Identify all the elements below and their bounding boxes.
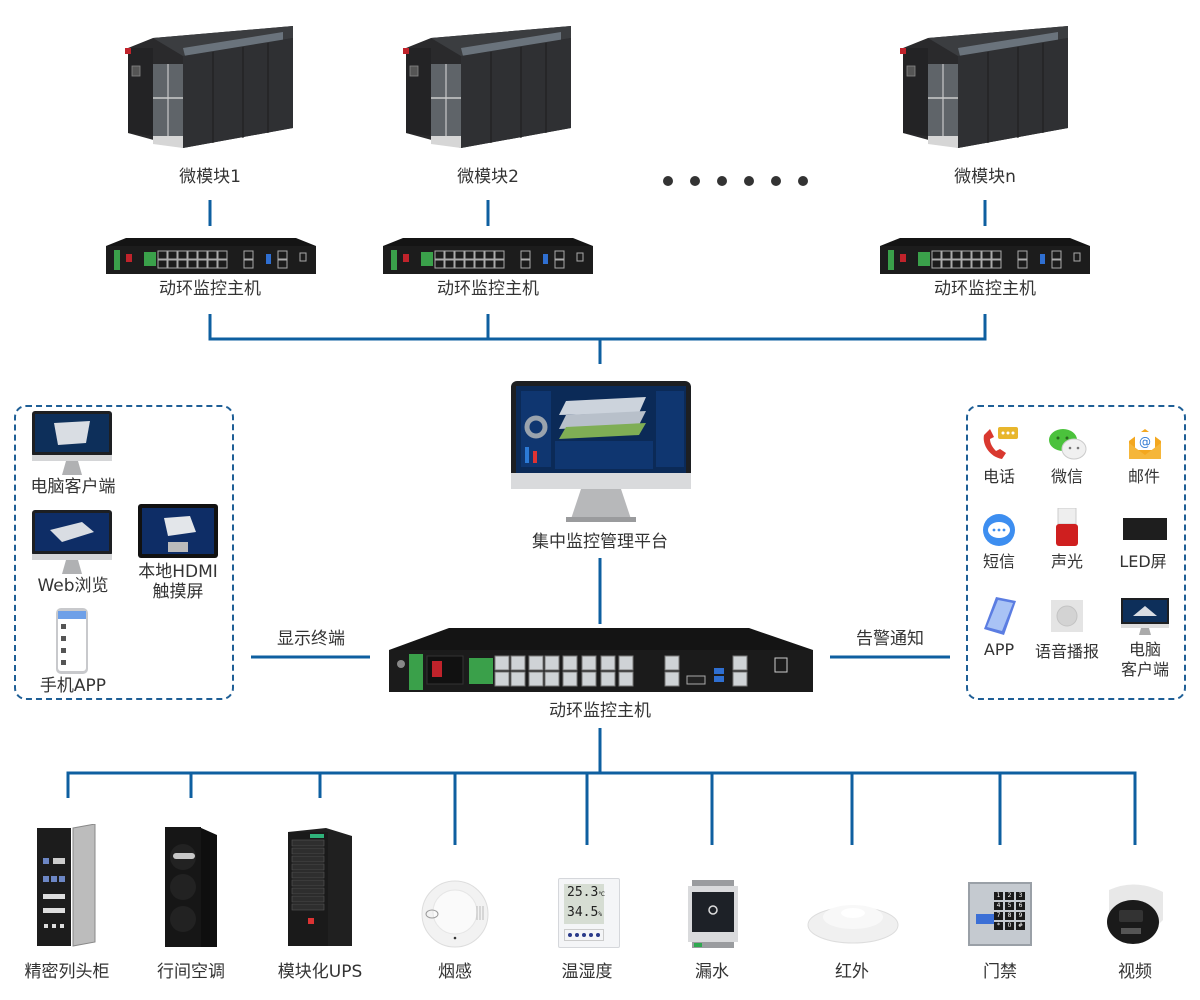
micro-module-2 [401,18,576,152]
micro-module-1 [123,18,298,152]
host-unit-n-label: 动环监控主机 [934,279,1036,299]
micro-module-2-label: 微模块2 [457,167,519,187]
platform-label: 集中监控管理平台 [532,532,668,552]
host-unit-2 [383,238,593,278]
device-thermo-label: 温湿度 [561,962,613,982]
alarm-pc-label: 电脑客户端 [1121,640,1169,680]
water-leak-icon [688,880,738,952]
terminal-web-label: Web浏览 [37,576,109,596]
inrow-ac-icon [165,825,217,951]
phone-icon [980,425,1020,465]
siren-icon [1054,507,1080,552]
keypad-key: 6 [1016,902,1025,910]
sms-icon [982,513,1016,551]
alarm-voice-label: 语音播报 [1034,642,1100,661]
alarm-phone-label: 电话 [982,467,1016,486]
desktop-monitor-icon [32,510,112,580]
device-access-label: 门禁 [983,962,1017,982]
alarm-notifications-group [966,405,1186,700]
host-unit-1-label: 动环监控主机 [159,279,261,299]
center-host-label: 动环监控主机 [549,701,651,721]
keypad-key: # [1016,922,1025,930]
host-unit-2-label: 动环监控主机 [437,279,539,299]
touch-panel-icon [138,504,218,562]
alarm-link-label: 告警通知 [856,629,924,649]
alarm-mail-label: 邮件 [1127,467,1161,486]
device-inrow-ac-label: 行间空调 [157,962,225,982]
alarm-sms-label: 短信 [982,552,1016,571]
mail-icon: @ [1127,427,1163,465]
led-screen-icon [1123,518,1167,544]
display-link-label: 显示终端 [277,629,345,649]
app-phone-icon [982,597,1018,639]
alarm-led-label: LED屏 [1119,552,1167,571]
speaker-icon [1051,600,1083,636]
alarm-pc-line1: 电脑 [1128,640,1162,659]
terminal-app-label: 手机APP [39,676,107,696]
humidity-reading: 34.5 [567,905,599,920]
keypad-key: 4 [994,902,1003,910]
alarm-wechat-label: 微信 [1050,467,1084,486]
keypad-key: 9 [1016,912,1025,920]
thermo-hygrometer-icon: 25.3℃ 34.5% [558,878,620,948]
alarm-siren-label: 声光 [1050,552,1084,571]
platform-monitor [511,381,691,527]
keypad-key: 8 [1005,912,1014,920]
keypad-key: 0 [1005,922,1014,930]
device-smoke-label: 烟感 [438,962,472,982]
device-infrared-label: 红外 [835,962,869,982]
device-camera-label: 视频 [1118,962,1152,982]
desktop-monitor-icon [32,411,112,481]
terminal-hdmi-line2: 触摸屏 [152,582,204,602]
micro-module-n-label: 微模块n [954,167,1016,187]
micro-module-n [898,18,1073,152]
host-unit-n [880,238,1090,278]
smoke-detector-icon [420,880,490,952]
dome-camera-icon [1103,880,1167,952]
device-water-leak-label: 漏水 [695,962,729,982]
terminal-hdmi-line1: 本地HDMI [138,562,218,582]
keypad-key: 5 [1005,902,1014,910]
monitor-icon [1121,598,1169,640]
keypad-key: * [994,922,1003,930]
smartphone-icon [56,608,88,678]
ups-icon [288,826,352,952]
temp-reading: 25.3 [567,885,599,900]
ellipsis-dots [663,176,808,186]
terminal-pc-client-label: 电脑客户端 [30,477,116,497]
infrared-sensor-icon [807,897,899,951]
power-cabinet-icon [37,823,97,952]
device-power-cabinet-label: 精密列头柜 [24,962,110,982]
device-ups-label: 模块化UPS [277,962,363,982]
keypad-key: 1 [994,892,1003,900]
svg-text:@: @ [1139,435,1151,449]
micro-module-1-label: 微模块1 [179,167,241,187]
wechat-icon [1048,427,1088,465]
keypad-key: 2 [1005,892,1014,900]
thermo-display: 25.3℃ 34.5% [564,884,606,924]
center-host-unit [389,628,813,696]
humidity-unit: % [598,911,602,918]
alarm-pc-line2: 客户端 [1120,660,1170,679]
temp-unit: ℃ [598,891,606,898]
keypad-key: 7 [994,912,1003,920]
alarm-app-label: APP [983,640,1015,659]
keypad-key: 3 [1016,892,1025,900]
host-unit-1 [106,238,316,278]
display-terminals-group [14,405,234,700]
